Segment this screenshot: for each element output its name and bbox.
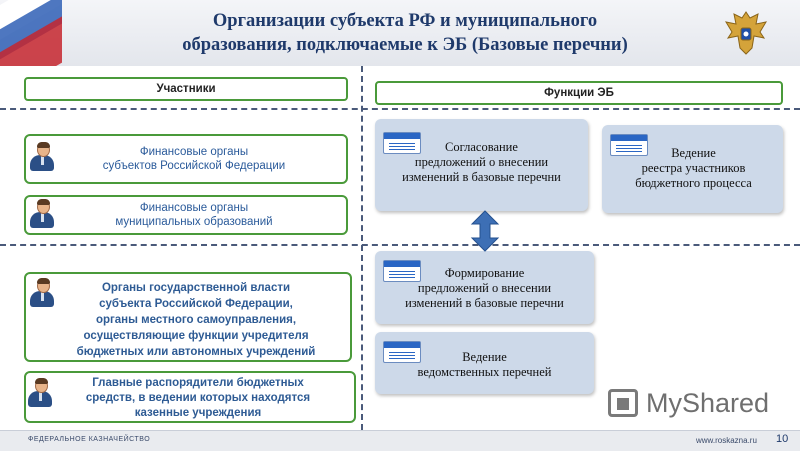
vertical-divider (361, 66, 363, 430)
function-box-forming: Формирование предложений о внесении изме… (375, 251, 594, 324)
participant-text-line: осуществляющие функции учредителя (83, 330, 309, 342)
double-headed-eagle-emblem-icon (724, 11, 768, 55)
function-text-line: бюджетного процесса (635, 176, 752, 190)
myshared-logo-icon (608, 389, 638, 417)
functions-section-header: Функции ЭБ (375, 81, 783, 105)
horizontal-divider-top (0, 108, 800, 110)
function-box-approval: Согласование предложений о внесении изме… (375, 119, 588, 211)
document-icon (383, 341, 421, 363)
participant-box-finance-subjects: Финансовые органы субъектов Российской Ф… (24, 134, 348, 184)
title-line-2: образования, подключаемые к ЭБ (Базовые … (182, 35, 628, 55)
slide-header: Организации субъекта РФ и муниципального… (0, 0, 800, 66)
function-text-line: изменений в базовые перечни (402, 170, 561, 184)
participant-box-state-authorities: Органы государственной власти субъекта Р… (24, 272, 352, 362)
function-box-departmental-lists: Ведение ведомственных перечней (375, 332, 594, 394)
function-text-line: изменений в базовые перечни (405, 296, 564, 310)
function-text-line: Ведение (462, 350, 507, 364)
title-line-1: Организации субъекта РФ и муниципального (212, 11, 598, 31)
footer-website: www.roskazna.ru (696, 436, 757, 445)
person-icon (28, 199, 56, 229)
participant-text-line: Финансовые органы (139, 202, 249, 214)
footer-organization: ФЕДЕРАЛЬНОЕ КАЗНАЧЕЙСТВО (28, 436, 151, 443)
participant-text-line: бюджетных или автономных учреждений (76, 346, 316, 358)
slide-title: Организации субъекта РФ и муниципального… (110, 9, 700, 57)
participant-box-budget-managers: Главные распорядители бюджетных средств,… (24, 371, 356, 423)
function-text-line: предложений о внесении (417, 281, 552, 295)
participant-text-line: муниципальных образований (115, 216, 273, 228)
participant-text-line: казенные учреждения (134, 407, 262, 419)
person-icon (28, 142, 56, 172)
document-icon (610, 134, 648, 156)
function-box-registry: Ведение реестра участников бюджетного пр… (602, 125, 783, 213)
participant-text-line: Главные распорядители бюджетных (92, 377, 304, 389)
double-arrow-icon (470, 210, 500, 252)
myshared-watermark-text: MyShared (646, 388, 770, 418)
participant-text-line: субъектов Российской Федерации (102, 160, 286, 172)
document-icon (383, 260, 421, 282)
function-text-line: Ведение (671, 146, 716, 160)
function-text-line: реестра участников (641, 161, 746, 175)
participant-text-line: органы местного самоуправления, (95, 314, 297, 326)
function-text-line: Формирование (444, 266, 525, 280)
participant-text-line: субъекта Российской Федерации, (99, 298, 293, 310)
participant-text-line: Органы государственной власти (101, 282, 291, 294)
participant-box-finance-municipal: Финансовые органы муниципальных образова… (24, 195, 348, 235)
slide-footer: ФЕДЕРАЛЬНОЕ КАЗНАЧЕЙСТВО www.roskazna.ru… (0, 430, 800, 451)
function-text-line: Согласование (445, 140, 518, 154)
participants-section-header: Участники (24, 77, 348, 101)
participant-text-line: Финансовые органы (139, 146, 249, 158)
participant-text-line: средств, в ведении которых находятся (85, 392, 311, 404)
function-text-line: предложений о внесении (414, 155, 549, 169)
person-icon (28, 278, 56, 308)
function-text-line: ведомственных перечней (417, 365, 552, 379)
russian-flag-decoration (0, 0, 62, 66)
person-icon (26, 378, 54, 408)
horizontal-divider-middle (0, 244, 800, 246)
document-icon (383, 132, 421, 154)
page-number: 10 (776, 433, 789, 445)
